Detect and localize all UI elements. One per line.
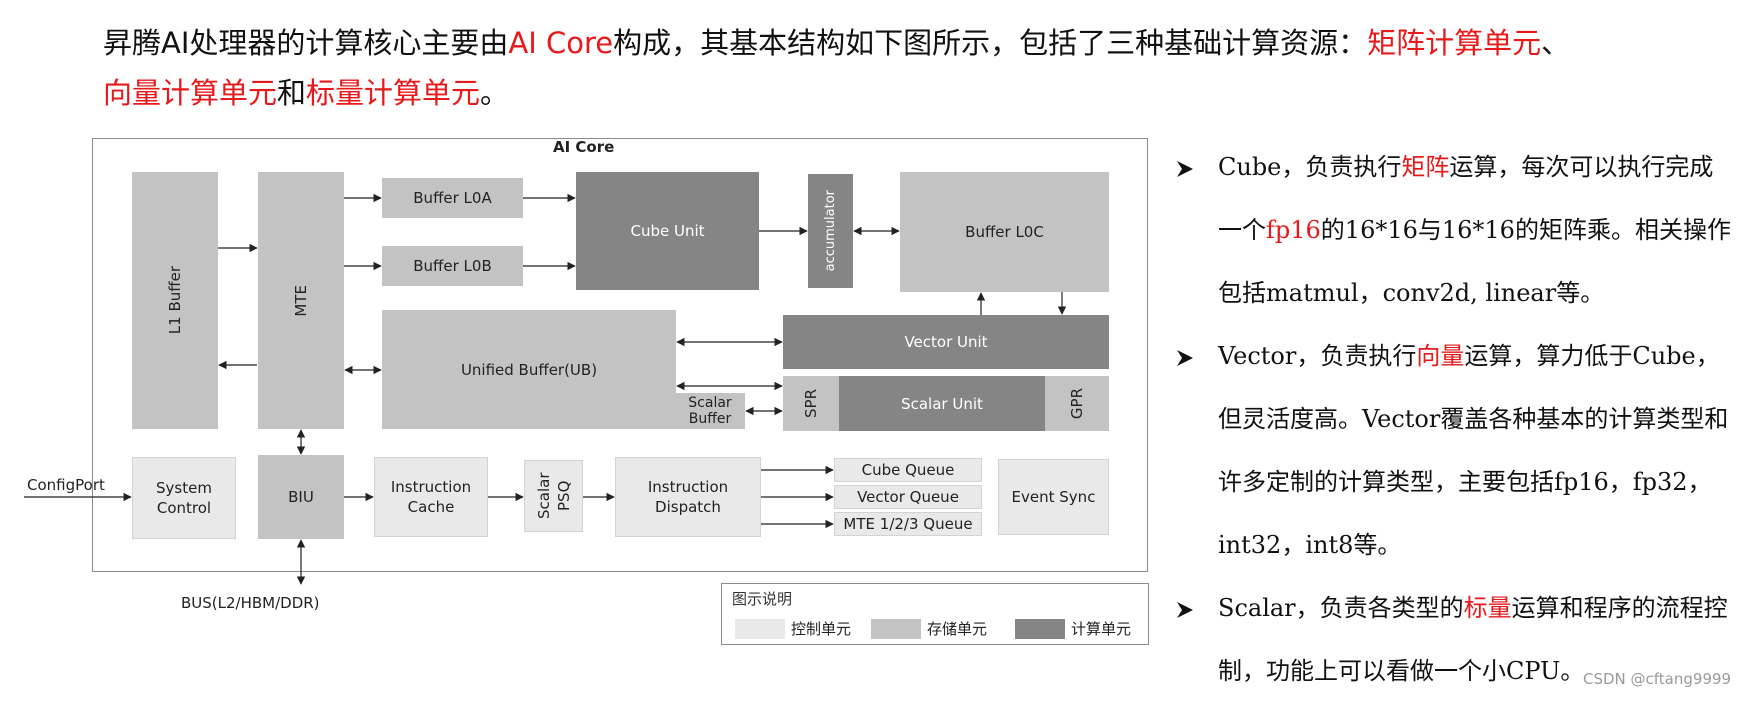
unified-buffer-block: Unified Buffer(UB) [382,310,676,429]
bullet-text: 运算和程序的流程控制，功能上可以看做一个小CPU。 [1218,594,1728,685]
ai-core-title: AI Core [553,138,615,156]
legend-item-compute: 计算单元 [1015,618,1131,639]
instruction-cache-block: Instruction Cache [374,457,488,537]
intro-vector-unit: 向量计算单元 [103,76,278,110]
scalar-psq-label: Scalar PSQ [534,472,573,520]
legend: 图示说明 控制单元 存储单元 计算单元 [721,583,1149,645]
arrow-bullet-icon [1177,161,1193,177]
ai-core-frame [92,138,1148,572]
bullet-text: Cube，负责执行 [1218,153,1402,181]
intro-scalar-unit: 标量计算单元 [306,76,481,110]
system-control-block: System Control [132,457,236,539]
scalar-unit-block: Scalar Unit [839,376,1045,431]
bullet-highlight: 矩阵 [1401,153,1450,181]
watermark: CSDN @cftang9999 [1583,670,1732,688]
instruction-dispatch-block: Instruction Dispatch [615,457,761,537]
bullet-highlight: 向量 [1416,342,1465,370]
legend-label-compute: 计算单元 [1071,620,1132,638]
scalar-buffer-block: Scalar Buffer [675,393,745,429]
bullet-scalar: Scalar，负责各类型的标量运算和程序的流程控制，功能上可以看做一个小CPU。 [1175,577,1735,703]
legend-title: 图示说明 [732,590,793,608]
mte-block: MTE [258,172,344,429]
gpr-block: GPR [1045,376,1109,431]
bullet-highlight: fp16 [1266,216,1321,244]
vector-queue-block: Vector Queue [834,485,982,509]
legend-item-storage: 存储单元 [871,618,987,639]
buffer-l0b-block: Buffer L0B [382,246,523,286]
intro-text: 。 [480,76,510,110]
bullet-text: 运算，算力低于Cube，但灵活度高。Vector覆盖各种基本的计算类型和许多定制… [1218,342,1729,559]
accumulator-label: accumulator [822,190,838,272]
intro-text: 昇腾AI处理器的计算核心主要由 [103,26,509,60]
l1-buffer-label: L1 Buffer [166,266,184,335]
bullet-text: Scalar，负责各类型的 [1218,594,1464,622]
mte-label: MTE [292,284,310,317]
arrow-bullet-icon [1177,602,1193,618]
legend-label-control: 控制单元 [791,620,852,638]
config-port-label: ConfigPort [27,476,105,494]
legend-swatch-compute [1015,618,1065,639]
intro-matrix-unit: 矩阵计算单元 [1367,26,1542,60]
event-sync-block: Event Sync [998,459,1109,535]
cube-queue-block: Cube Queue [834,458,982,482]
legend-swatch-control [735,618,785,639]
spr-block: SPR [783,376,839,431]
intro-text: 和 [277,76,307,110]
spr-label: SPR [802,389,820,418]
buffer-l0c-block: Buffer L0C [900,172,1109,292]
bullet-list: Cube，负责执行矩阵运算，每次可以执行完成一个fp16的16*16与16*16… [1175,136,1735,703]
intro-text: 构成，其基本结构如下图所示，包括了三种基础计算资源： [613,26,1368,60]
bullet-highlight: 标量 [1463,594,1512,622]
intro-paragraph: 昇腾AI处理器的计算核心主要由AI Core构成，其基本结构如下图所示，包括了三… [103,18,1663,118]
bullet-text: 运算，每次可以执行完成一个 [1218,153,1714,244]
legend-item-control: 控制单元 [735,618,851,639]
arrow-bullet-icon [1177,350,1193,366]
bus-label: BUS(L2/HBM/DDR) [181,594,320,612]
gpr-label: GPR [1068,387,1086,420]
legend-swatch-storage [871,618,921,639]
biu-block: BIU [258,455,344,539]
scalar-psq-block: Scalar PSQ [524,460,583,532]
bullet-text: Vector，负责执行 [1218,342,1417,370]
bullet-cube: Cube，负责执行矩阵运算，每次可以执行完成一个fp16的16*16与16*16… [1175,136,1735,325]
bullet-text: 的16*16与16*16的矩阵乘。相关操作包括matmul，conv2d, li… [1218,216,1731,307]
bullet-vector: Vector，负责执行向量运算，算力低于Cube，但灵活度高。Vector覆盖各… [1175,325,1735,577]
vector-unit-block: Vector Unit [783,315,1109,369]
cube-unit-block: Cube Unit [576,172,759,290]
mte-queue-block: MTE 1/2/3 Queue [834,512,982,536]
intro-ai-core: AI Core [508,26,614,60]
legend-label-storage: 存储单元 [927,620,988,638]
intro-text: 、 [1541,26,1571,60]
accumulator-block: accumulator [808,174,853,288]
l1-buffer-block: L1 Buffer [132,172,218,429]
buffer-l0a-block: Buffer L0A [382,178,523,218]
